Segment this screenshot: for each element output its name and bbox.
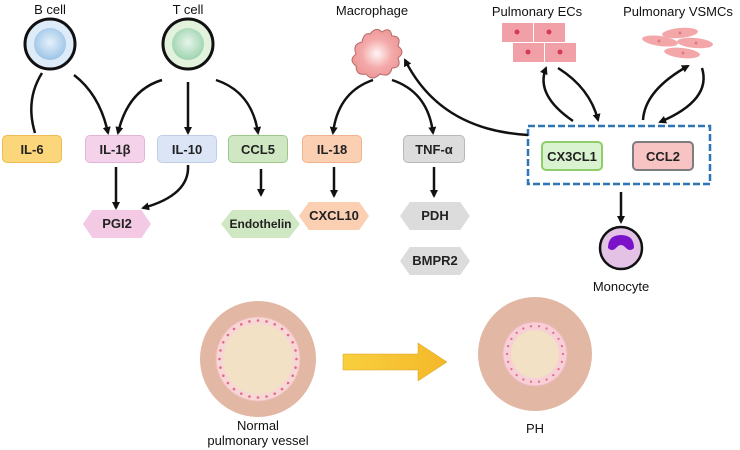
endothelial-cell-dot <box>545 327 548 330</box>
endothelial-cell-dot <box>219 349 222 352</box>
endothelial-cell-dot <box>522 378 525 381</box>
endothelial-cell-dot <box>529 325 533 328</box>
endothelial-cell-dot <box>232 327 236 331</box>
macrophage-icon <box>351 28 403 79</box>
endothelial-cell-dot <box>557 368 560 371</box>
endothelial-cell-dot <box>239 392 243 395</box>
endothelial-cell-dot <box>552 331 555 334</box>
endothelial-cell-dot <box>515 331 518 334</box>
cx3cl1-node: CX3CL1 <box>541 141 603 171</box>
endothelial-cell-dot <box>515 374 518 377</box>
normal-vessel-icon <box>200 301 316 417</box>
ccl2-node: CCL2 <box>632 141 694 171</box>
endothelial-cell-dot <box>265 395 268 398</box>
cxcl10-node: CXCL10 <box>299 202 369 230</box>
ph-label: PH <box>525 421 545 436</box>
endothelial-cell-dot <box>248 320 251 323</box>
il18-node: IL-18 <box>302 135 362 163</box>
edge-vsmcs-chemokines <box>658 67 705 124</box>
endothelial-cell-dot <box>510 337 513 340</box>
il1b-node: IL-1β <box>85 135 145 163</box>
endothelial-cell-dot <box>265 320 268 323</box>
endothelial-cell-dot <box>507 345 510 348</box>
t-cell-label: T cell <box>172 2 204 17</box>
edge-bcell-il6 <box>30 72 44 134</box>
endothelial-cell-dot <box>222 340 225 344</box>
edge-macrophage-tnfa <box>391 78 437 135</box>
endothelial-cell-dot <box>537 380 541 383</box>
endothelial-cell-dot <box>510 368 513 371</box>
normal-vessel-label-line1: Normal <box>237 418 279 433</box>
endothelial-cell-dot <box>280 327 284 331</box>
pulmonary-vsmcs-label: Pulmonary VSMCs <box>623 4 733 19</box>
endothelin-node: Endothelin <box>221 210 300 238</box>
endothelial-cell-dot <box>286 381 290 385</box>
t-cell-icon <box>161 17 215 71</box>
arrows <box>30 58 705 224</box>
endothelial-cell-dot <box>218 357 221 361</box>
b-cell-label: B cell <box>34 2 66 17</box>
edge-ecs-chemokines <box>557 66 601 122</box>
transition-arrow-icon <box>342 342 448 382</box>
endothelial-cell-dot <box>545 378 548 381</box>
endothelial-cell-dot <box>507 360 510 363</box>
endothelial-cell-dot <box>239 323 243 326</box>
il6-node: IL-6 <box>2 135 62 163</box>
endothelial-cell-dot <box>286 333 290 337</box>
endothelial-cell-dot <box>560 360 563 363</box>
edge-bcell-il1b <box>73 74 111 135</box>
endothelial-cell-dot <box>560 345 563 348</box>
endothelial-cell-dot <box>280 387 284 391</box>
endothelial-cell-dot <box>561 352 565 356</box>
endothelial-cell-dot <box>248 395 251 398</box>
endothelial-cell-dot <box>232 387 236 391</box>
endothelial-cell-dot <box>291 374 294 378</box>
endothelial-cell-dot <box>226 333 230 337</box>
endothelial-cell-dot <box>529 380 533 383</box>
endothelial-cell-dot <box>256 396 260 399</box>
endothelial-cell-dot <box>273 323 277 326</box>
pulmonary-ecs-icon <box>502 23 576 62</box>
endothelial-cell-dot <box>552 374 555 377</box>
edge-il10-pgi2 <box>141 164 190 211</box>
monocyte-label: Monocyte <box>592 279 650 294</box>
endothelial-cell-dot <box>295 357 298 361</box>
tnfa-node: TNF-α <box>403 135 465 163</box>
endothelial-cell-dot <box>222 374 225 378</box>
edge-chemokines-vsmcs <box>641 64 690 121</box>
pgi2-node: PGI2 <box>83 210 151 238</box>
endothelial-cell-dot <box>294 366 297 369</box>
endothelial-cell-dot <box>256 319 260 322</box>
endothelial-cell-dot <box>219 366 222 369</box>
endothelial-cell-dot <box>505 352 509 356</box>
b-cell-icon <box>23 17 77 71</box>
pulmonary-vsmcs-icon <box>642 27 713 59</box>
il10-node: IL-10 <box>157 135 217 163</box>
pdh-node: PDH <box>400 202 470 230</box>
normal-vessel-label-line2: pulmonary vessel <box>207 433 309 448</box>
ccl5-node: CCL5 <box>228 135 288 163</box>
endothelial-cell-dot <box>273 392 277 395</box>
edge-chemokines-macrophage <box>403 58 529 137</box>
endothelial-cell-dot <box>537 325 541 328</box>
ph-vessel-icon <box>478 297 592 411</box>
pulmonary-ecs-label: Pulmonary ECs <box>491 4 583 19</box>
edge-tcell-il1b <box>115 78 163 135</box>
endothelial-cell-dot <box>226 381 230 385</box>
bmpr2-node: BMPR2 <box>400 247 470 275</box>
edge-chemokines-ecs <box>540 66 574 123</box>
endothelial-cell-dot <box>294 349 297 352</box>
edge-tcell-ccl5 <box>215 78 262 135</box>
endothelial-cell-dot <box>522 327 525 330</box>
monocyte-icon <box>598 225 644 271</box>
endothelial-cell-dot <box>291 340 294 344</box>
edge-macrophage-il18 <box>329 78 374 135</box>
macrophage-label: Macrophage <box>335 3 409 18</box>
chemokine-frame <box>526 124 712 186</box>
endothelial-cell-dot <box>557 337 560 340</box>
